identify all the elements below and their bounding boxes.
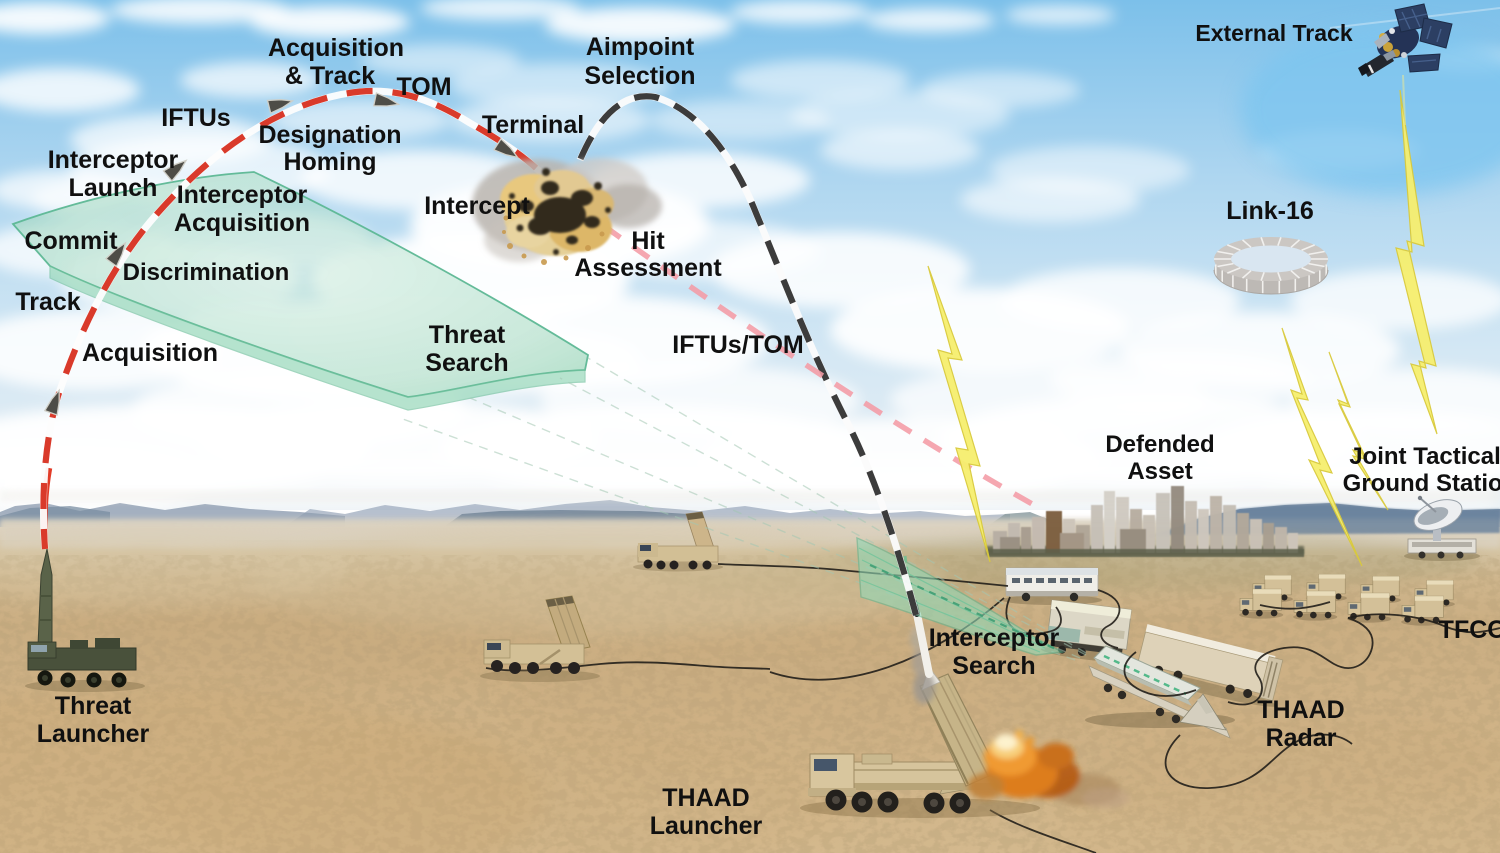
svg-text:Assessment: Assessment xyxy=(574,254,722,282)
svg-text:External Track: External Track xyxy=(1195,20,1352,46)
svg-text:Threat: Threat xyxy=(55,692,132,720)
svg-text:Hit: Hit xyxy=(631,227,665,255)
svg-text:THAAD: THAAD xyxy=(662,784,750,812)
svg-text:Track: Track xyxy=(15,288,80,316)
svg-text:Asset: Asset xyxy=(1127,458,1192,485)
svg-text:Homing: Homing xyxy=(283,148,376,176)
svg-text:Interceptor: Interceptor xyxy=(929,624,1060,652)
svg-text:IFTUs: IFTUs xyxy=(161,104,230,132)
svg-text:THAAD: THAAD xyxy=(1257,696,1345,724)
svg-text:TOM: TOM xyxy=(396,73,451,101)
svg-text:Discrimination: Discrimination xyxy=(123,259,290,286)
svg-text:Terminal: Terminal xyxy=(482,111,584,139)
svg-text:Ground Station: Ground Station xyxy=(1343,470,1500,497)
svg-text:Selection: Selection xyxy=(584,62,695,90)
svg-text:TFCC: TFCC xyxy=(1439,616,1500,644)
svg-text:Aimpoint: Aimpoint xyxy=(586,33,695,61)
svg-text:Intercept: Intercept xyxy=(424,192,530,220)
svg-text:Radar: Radar xyxy=(1266,724,1337,752)
svg-text:& Track: & Track xyxy=(285,62,375,90)
svg-text:Acquisition: Acquisition xyxy=(268,34,404,62)
svg-text:Search: Search xyxy=(952,652,1035,680)
svg-text:Acquisition: Acquisition xyxy=(174,209,310,237)
svg-text:Link-16: Link-16 xyxy=(1226,197,1314,225)
svg-text:Commit: Commit xyxy=(24,227,118,255)
svg-text:Interceptor: Interceptor xyxy=(177,181,308,209)
svg-text:Launcher: Launcher xyxy=(37,720,150,748)
svg-text:Acquisition: Acquisition xyxy=(82,339,218,367)
svg-text:Search: Search xyxy=(425,349,508,377)
svg-text:Interceptor: Interceptor xyxy=(48,146,179,174)
svg-text:Designation: Designation xyxy=(258,121,401,149)
svg-text:Launch: Launch xyxy=(69,174,158,202)
svg-text:IFTUs/TOM: IFTUs/TOM xyxy=(672,331,803,359)
svg-text:Launcher: Launcher xyxy=(650,812,763,840)
svg-text:Threat: Threat xyxy=(429,321,506,349)
svg-text:Joint Tactical: Joint Tactical xyxy=(1349,443,1500,470)
svg-text:Defended: Defended xyxy=(1105,431,1214,458)
